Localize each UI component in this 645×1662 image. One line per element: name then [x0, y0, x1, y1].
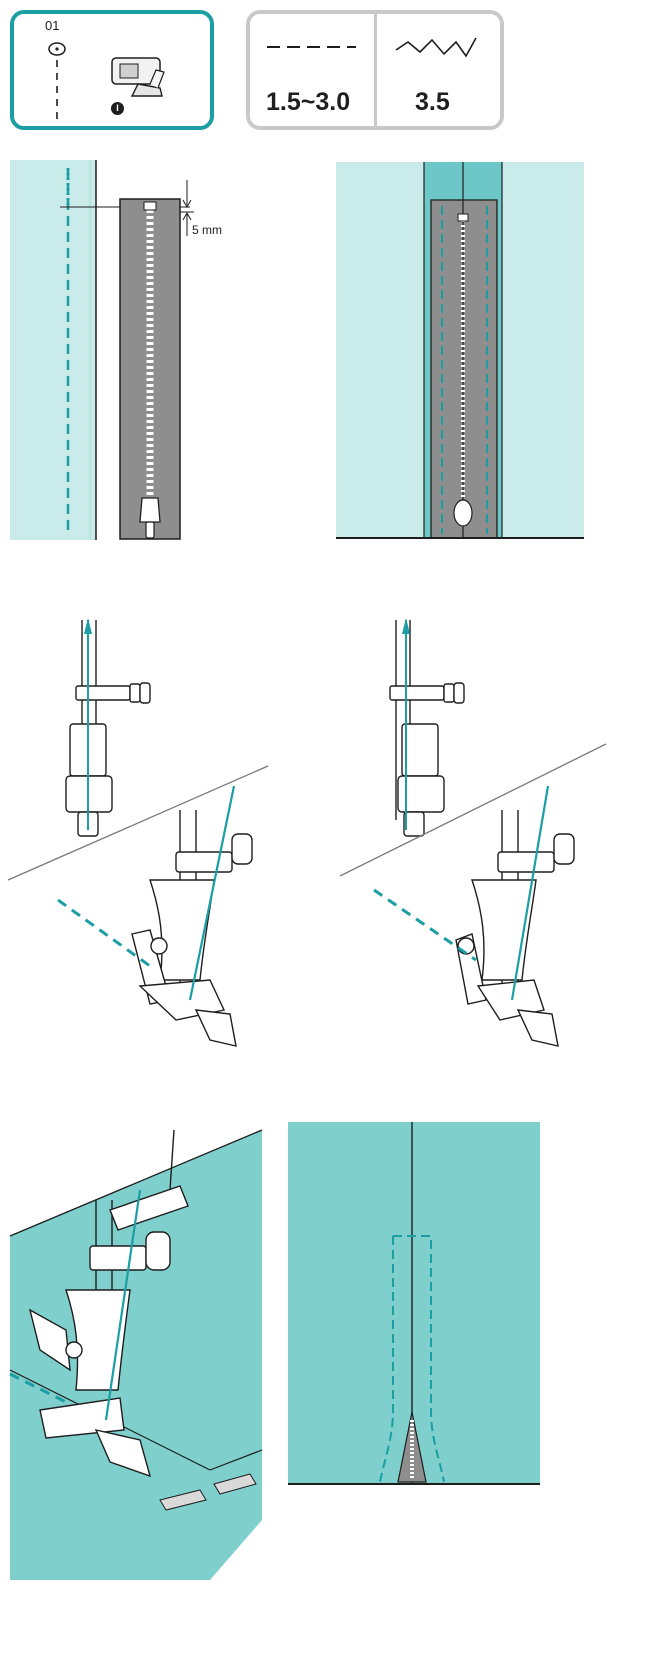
stitch-length-value: 1.5~3.0 [266, 88, 351, 116]
zipper-slider [139, 497, 161, 523]
fabric-panel [10, 160, 96, 540]
seam-line [9, 1372, 71, 1406]
measurement-label: 5 mm [192, 223, 222, 237]
seam-line [373, 888, 477, 962]
stitch-width-value: 3.5 [415, 88, 450, 116]
zipper-slider [453, 499, 473, 527]
seam-line [57, 898, 151, 968]
foot-marker-label: I [116, 103, 119, 113]
fabric-panel [10, 1130, 262, 1580]
panel-divider [374, 14, 377, 126]
presser-foot-large [131, 810, 253, 1047]
pattern-number: 01 [45, 18, 60, 33]
foot-front-view [389, 620, 465, 837]
foot-marker-badge: I [111, 102, 124, 115]
zipper-end [397, 1411, 427, 1483]
presser-foot-large [28, 1129, 189, 1478]
